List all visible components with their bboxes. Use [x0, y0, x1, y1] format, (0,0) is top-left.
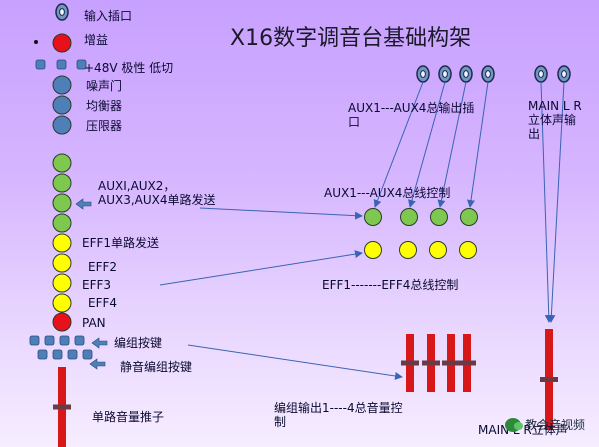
eq-knob: [52, 95, 72, 115]
aux4-send-knob: [52, 213, 72, 233]
group-key-5: [37, 349, 48, 360]
group-key-1: [29, 335, 40, 346]
eff4-label: EFF4: [88, 296, 118, 310]
main-r-arrow: [547, 81, 565, 323]
bullet-dot: [34, 40, 38, 44]
aux1-out-arrow: [373, 81, 424, 208]
group-key-3: [59, 335, 70, 346]
main-fader-cap: [540, 377, 558, 382]
group-to-output-arrow: [187, 344, 403, 380]
aux4-bus-knob: [460, 208, 478, 226]
group-key-6: [52, 349, 63, 360]
group-fader-1-cap: [401, 360, 419, 366]
mute-group-label: 静音编组按键: [120, 360, 193, 374]
group-keys-arrow: [91, 337, 108, 349]
main-output-jack-1-hole: [538, 70, 544, 78]
group-keys-label: 编组按键: [114, 336, 163, 350]
eff3-bus-knob: [429, 241, 447, 259]
compressor-knob: [52, 115, 72, 135]
phantom-polarity-lowcut-label: +48V 极性 低切: [84, 61, 174, 75]
input-jack-label: 输入插口: [84, 9, 133, 23]
aux-outputs-label: AUX1---AUX4总输出插口: [348, 101, 475, 129]
eff4-bus-knob: [459, 241, 477, 259]
eff3-label: EFF3: [82, 278, 112, 292]
eff1-bus-knob: [364, 241, 382, 259]
channel-fader-cap: [53, 404, 71, 410]
aux-bus-label: AUX1---AUX4总线控制: [324, 186, 451, 200]
gate-knob: [52, 75, 72, 95]
aux3-output-jack-hole: [463, 70, 469, 78]
aux-send-arrow: [75, 198, 92, 210]
phantom-button: [35, 59, 46, 70]
main-l-arrow: [540, 81, 553, 323]
group-key-8: [82, 349, 93, 360]
eq-label: 均衡器: [86, 99, 123, 113]
eff2-send-knob: [52, 253, 72, 273]
group-key-2: [44, 335, 55, 346]
gain-knob: [52, 33, 72, 53]
mute-group-arrow: [89, 358, 106, 370]
aux3-bus-knob: [430, 208, 448, 226]
gate-label: 噪声门: [86, 79, 123, 93]
eff-send-to-bus-arrow: [159, 250, 363, 286]
main-fader-label: MAIN L R立体声: [478, 423, 568, 437]
aux2-out-arrow: [408, 81, 446, 208]
group-key-4: [74, 335, 85, 346]
input-jack-hole: [59, 8, 65, 16]
eff1-label: EFF1单路发送: [82, 236, 160, 250]
diagram-title: X16数字调音台基础构架: [230, 26, 472, 51]
eff1-send-knob: [52, 233, 72, 253]
aux4-output-jack-hole: [485, 70, 491, 78]
lowcut-button: [76, 59, 87, 70]
chat-bubble-icon: [504, 417, 523, 432]
aux2-send-knob: [52, 173, 72, 193]
group-output-label: 编组输出1----4总音量控制: [274, 401, 403, 429]
group-fader-4-cap: [458, 360, 476, 366]
eff-bus-label: EFF1-------EFF4总线控制: [322, 278, 459, 292]
aux3-out-arrow: [437, 81, 467, 208]
aux3-send-knob: [52, 193, 72, 213]
aux2-output-jack-hole: [442, 70, 448, 78]
main-output-jack-2-hole: [561, 70, 567, 78]
eff3-send-knob: [52, 273, 72, 293]
gain-label: 增益: [84, 33, 109, 47]
watermark-text: 教会音视频: [524, 418, 585, 432]
aux1-output-jack-hole: [420, 70, 426, 78]
aux-send-label: AUXI,AUX2，AUX3,AUX4单路发送: [98, 179, 216, 207]
eff4-send-knob: [52, 293, 72, 313]
aux-send-to-bus-arrow: [199, 207, 363, 220]
aux1-bus-knob: [364, 208, 382, 226]
pan-label: PAN: [82, 316, 106, 330]
compressor-label: 压限器: [86, 119, 123, 133]
eff2-bus-knob: [399, 241, 417, 259]
channel-fader-label: 单路音量推子: [92, 410, 165, 424]
group-fader-3-cap: [442, 360, 460, 366]
pan-knob: [52, 312, 72, 332]
aux1-send-knob: [52, 153, 72, 173]
main-outputs-label: MAIN L R立体声输出: [528, 99, 582, 141]
group-fader-2-cap: [422, 360, 440, 366]
eff2-label: EFF2: [88, 260, 118, 274]
polarity-button: [56, 59, 67, 70]
watermark: 教会音视频: [504, 416, 585, 433]
aux2-bus-knob: [400, 208, 418, 226]
group-key-7: [67, 349, 78, 360]
aux4-out-arrow: [467, 81, 489, 208]
